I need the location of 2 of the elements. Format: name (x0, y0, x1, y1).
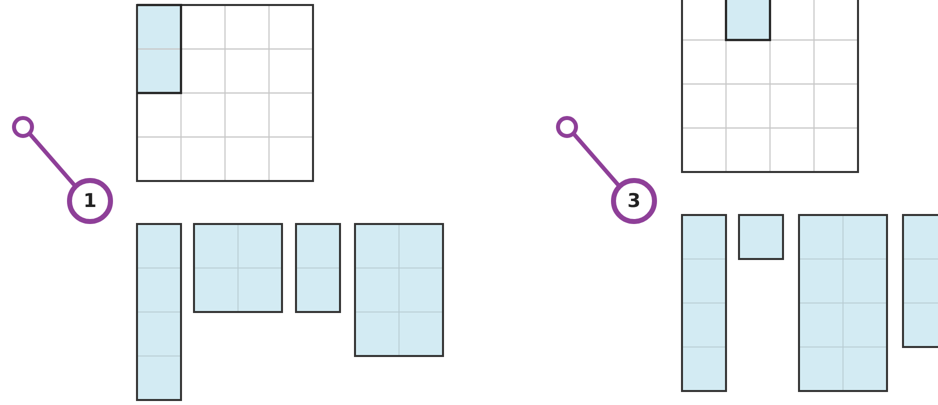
callout-number: 3 (611, 178, 657, 224)
callout-number: 1 (67, 178, 113, 224)
